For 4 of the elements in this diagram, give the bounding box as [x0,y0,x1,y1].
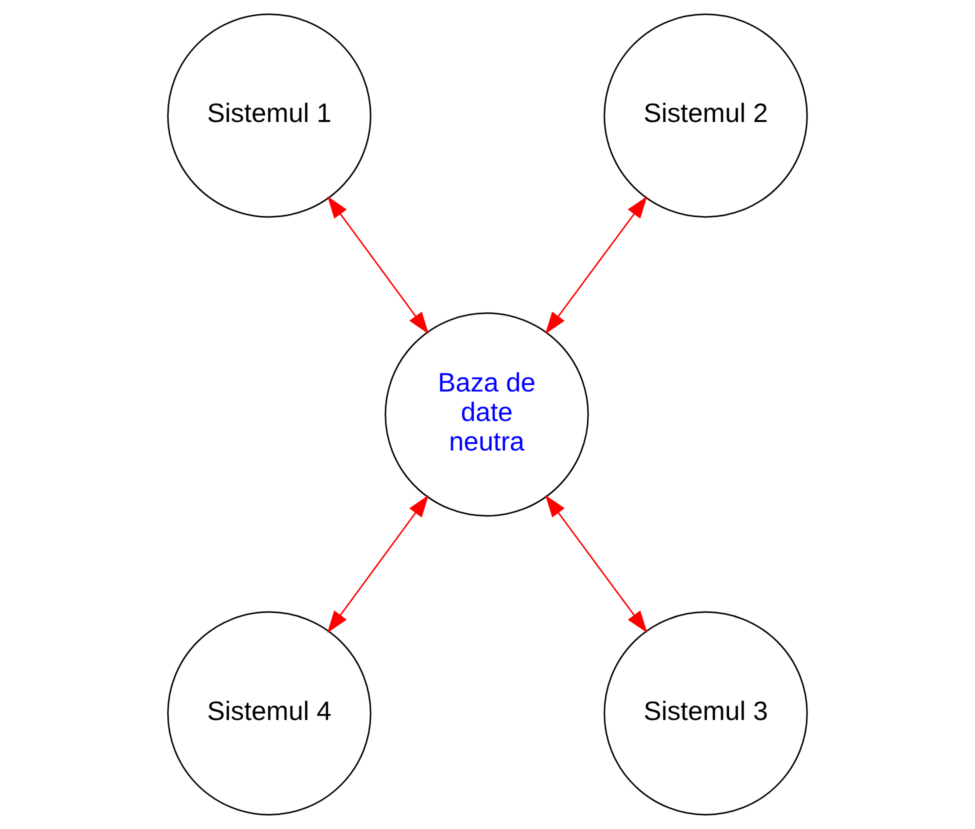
arrow [545,196,648,334]
arrow [545,495,648,633]
arrow [327,196,429,334]
arrow [327,495,429,633]
